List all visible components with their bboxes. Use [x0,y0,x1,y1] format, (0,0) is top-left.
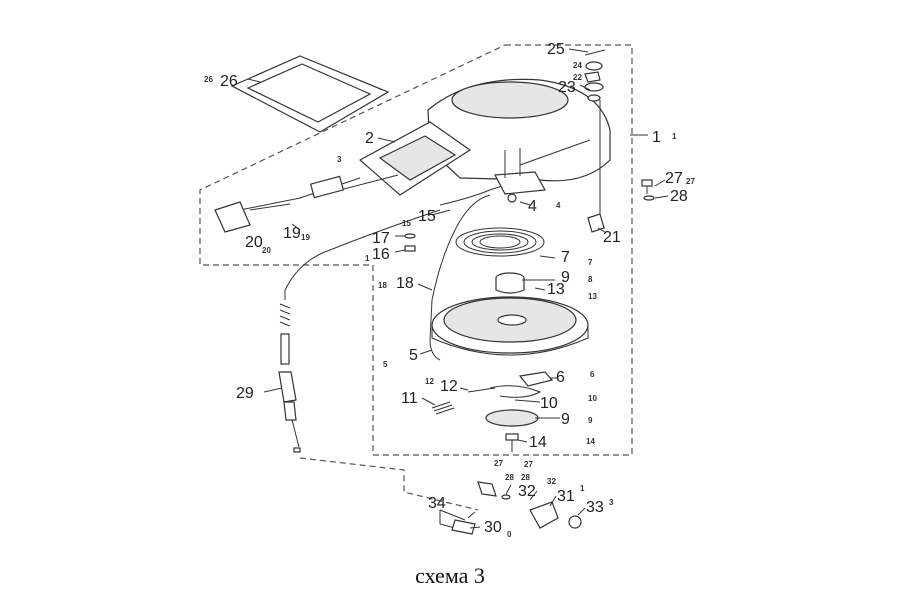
callout-11: 11 [401,390,418,407]
callout-32: 32 [518,483,536,500]
mark-31: 1 [580,484,585,493]
mark-5: 5 [383,360,388,369]
callout-15: 15 [418,208,436,225]
callout-34: 34 [428,495,446,512]
callout-2: 2 [365,130,374,147]
mark-10: 10 [588,394,597,403]
callout-6: 6 [556,369,565,386]
mark-8: 8 [588,275,593,284]
center-bolt-part [505,433,519,452]
callout-23: 23 [558,79,576,96]
mark-18: 18 [378,281,387,290]
callout-8: 9 [561,269,570,286]
washer-screw-part [404,233,416,252]
callout-10: 10 [540,395,558,412]
throttle-cable-part [214,175,361,233]
side-screw-part [641,179,655,201]
starter-rope-part [429,194,491,361]
mark-3: 3 [337,155,342,164]
cable-end-part [278,290,301,453]
mark-20: 20 [262,246,271,255]
callout-1: 1 [652,129,661,146]
mark-19: 19 [301,233,310,242]
mark-4: 4 [556,201,561,210]
callout-5: 5 [409,347,418,364]
starter-housing-part [427,78,611,225]
mark-7: 7 [588,258,593,267]
diagram-caption: схема 3 [415,563,485,588]
mark-27: 27 [686,177,695,186]
mark-9: 9 [588,416,593,425]
callout-31: 31 [557,488,575,505]
callout-17: 17 [372,230,390,247]
retainer-clip-part [587,213,605,233]
callout-12: 12 [440,378,458,395]
mark-26: 26 [204,75,213,84]
guide-block-part [494,148,546,203]
mark-28b: 28 [521,473,530,482]
callout-27: 27 [665,170,683,187]
callout-27-lower: 27 [494,459,503,468]
return-spring-part [489,385,542,398]
callout-25: 25 [547,41,565,58]
mark-32: 32 [547,477,556,486]
long-cable-part [284,209,441,291]
callout-30: 30 [484,519,502,536]
lower-linkage-part [439,481,582,535]
mark-14: 14 [586,437,595,446]
link-bracket-part [439,184,506,206]
assembly-boundary [199,44,633,456]
mark-13: 13 [588,292,597,301]
mark-1b: 1 [365,254,370,263]
mark-33: 3 [609,498,614,507]
callout-21: 21 [603,229,621,246]
pawl-part [518,371,554,387]
pawl-spring-part [431,387,496,415]
callout-18: 18 [396,275,414,292]
callout-28: 28 [670,188,688,205]
callout-16: 16 [372,246,390,263]
callout-26: 26 [220,73,238,90]
reel-pulley-part [431,296,589,356]
callout-13: 13 [547,281,565,298]
sub-boundary-lower [299,457,479,511]
mark-27b: 27 [524,460,533,469]
mark-30: 0 [507,530,512,539]
recoil-spring-part [455,227,545,257]
cover-plate-part [485,409,539,427]
callout-4: 4 [528,198,537,215]
leader-lines [247,48,669,529]
top-hardware-stack [584,49,606,102]
callout-20: 20 [245,234,263,251]
mark-6: 6 [590,370,595,379]
mark-22: 22 [573,73,582,82]
mark-15: 15 [402,219,411,228]
callout-14: 14 [529,434,547,451]
bushing-part [495,272,525,294]
throttle-grip-part [339,121,472,196]
callout-9: 9 [561,411,570,428]
mark-1: 1 [672,132,677,141]
callout-28-lower: 28 [505,473,514,482]
gasket-frame-part [230,55,390,133]
callout-33: 33 [586,499,604,516]
callout-29: 29 [236,385,254,402]
callout-7: 7 [561,249,570,266]
mark-12: 12 [425,377,434,386]
mark-24: 24 [573,61,582,70]
callout-19: 19 [283,225,301,242]
